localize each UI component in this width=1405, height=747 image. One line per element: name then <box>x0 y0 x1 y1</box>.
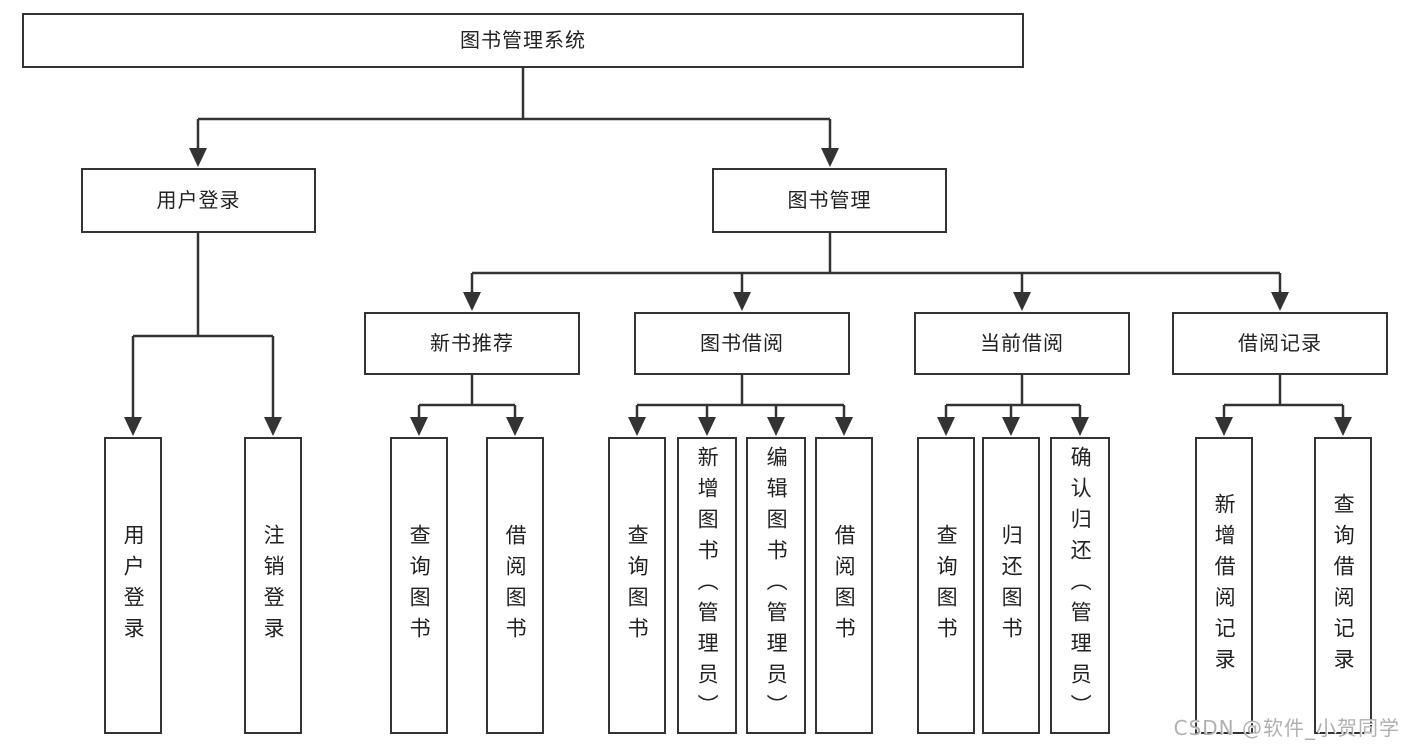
node-library-management-system: 图书管理系统 <box>22 13 1024 68</box>
arrow-down-icon <box>1013 292 1031 311</box>
connector-new-book-recommend-to-leaves <box>410 375 524 436</box>
arrow-down-icon <box>821 148 839 167</box>
arrow-down-icon <box>835 417 853 436</box>
node-confirm-return-admin: 确认归还（管理员） <box>1050 437 1110 734</box>
connector-book-management-to-level3 <box>463 233 1289 311</box>
node-borrow-books-recommend: 借阅图书 <box>486 437 544 734</box>
arrow-down-icon <box>937 417 955 436</box>
node-user-login-leaf: 用户登录 <box>104 437 162 734</box>
arrow-down-icon <box>189 148 207 167</box>
node-borrow-books-leaf: 借阅图书 <box>815 437 873 734</box>
node-query-borrow-record: 查询借阅记录 <box>1314 437 1372 734</box>
arrow-down-icon <box>628 417 646 436</box>
arrow-down-icon <box>1002 417 1020 436</box>
connector-root-to-level2 <box>189 68 839 167</box>
arrow-down-icon <box>410 417 428 436</box>
node-query-books-current: 查询图书 <box>917 437 975 734</box>
arrow-down-icon <box>767 417 785 436</box>
connector-book-borrow-to-leaves <box>628 375 853 436</box>
connector-borrow-records-to-leaves <box>1215 375 1352 436</box>
node-current-borrow: 当前借阅 <box>914 312 1130 375</box>
connector-current-borrow-to-leaves <box>937 375 1089 436</box>
node-query-books-borrow: 查询图书 <box>608 437 666 734</box>
node-query-books-recommend: 查询图书 <box>390 437 448 734</box>
arrow-down-icon <box>124 417 142 436</box>
arrow-down-icon <box>1271 292 1289 311</box>
node-add-borrow-record: 新增借阅记录 <box>1195 437 1253 734</box>
arrow-down-icon <box>733 292 751 311</box>
node-borrow-records: 借阅记录 <box>1172 312 1388 375</box>
arrow-down-icon <box>463 292 481 311</box>
csdn-watermark: CSDN @软件_小贺同学 <box>1173 716 1400 740</box>
node-return-books: 归还图书 <box>982 437 1040 734</box>
node-edit-book-admin: 编辑图书（管理员） <box>746 437 806 734</box>
node-add-book-admin: 新增图书（管理员） <box>677 437 737 734</box>
node-new-book-recommend: 新书推荐 <box>364 312 580 375</box>
node-user-login: 用户登录 <box>81 168 316 233</box>
connector-user-login-to-leaves <box>124 233 282 436</box>
arrow-down-icon <box>506 417 524 436</box>
arrow-down-icon <box>1215 417 1233 436</box>
node-book-management: 图书管理 <box>712 168 947 233</box>
arrow-down-icon <box>1334 417 1352 436</box>
arrow-down-icon <box>264 417 282 436</box>
node-book-borrow: 图书借阅 <box>634 312 850 375</box>
arrow-down-icon <box>1071 417 1089 436</box>
node-logout-leaf: 注销登录 <box>244 437 302 734</box>
arrow-down-icon <box>698 417 716 436</box>
